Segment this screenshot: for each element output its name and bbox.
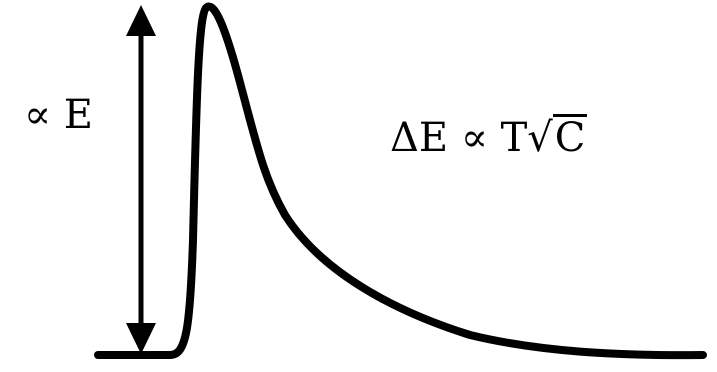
delta-energy-symbol: ΔE (390, 115, 449, 161)
temperature-symbol: T (500, 115, 528, 161)
square-root: √C (527, 112, 588, 161)
heat-capacity-symbol: C (552, 114, 588, 161)
amplitude-label: ∝ E (24, 92, 93, 138)
root-sign: √ (527, 115, 553, 161)
proportional-symbol: ∝ (460, 115, 488, 161)
energy-symbol: E (63, 92, 93, 138)
resolution-label: ΔE ∝ T√C (390, 112, 588, 161)
amplitude-arrow-head-bottom (126, 323, 156, 354)
proportional-symbol: ∝ (24, 92, 52, 138)
pulse-curve (94, 2, 707, 360)
amplitude-arrow-head-top (126, 5, 156, 36)
